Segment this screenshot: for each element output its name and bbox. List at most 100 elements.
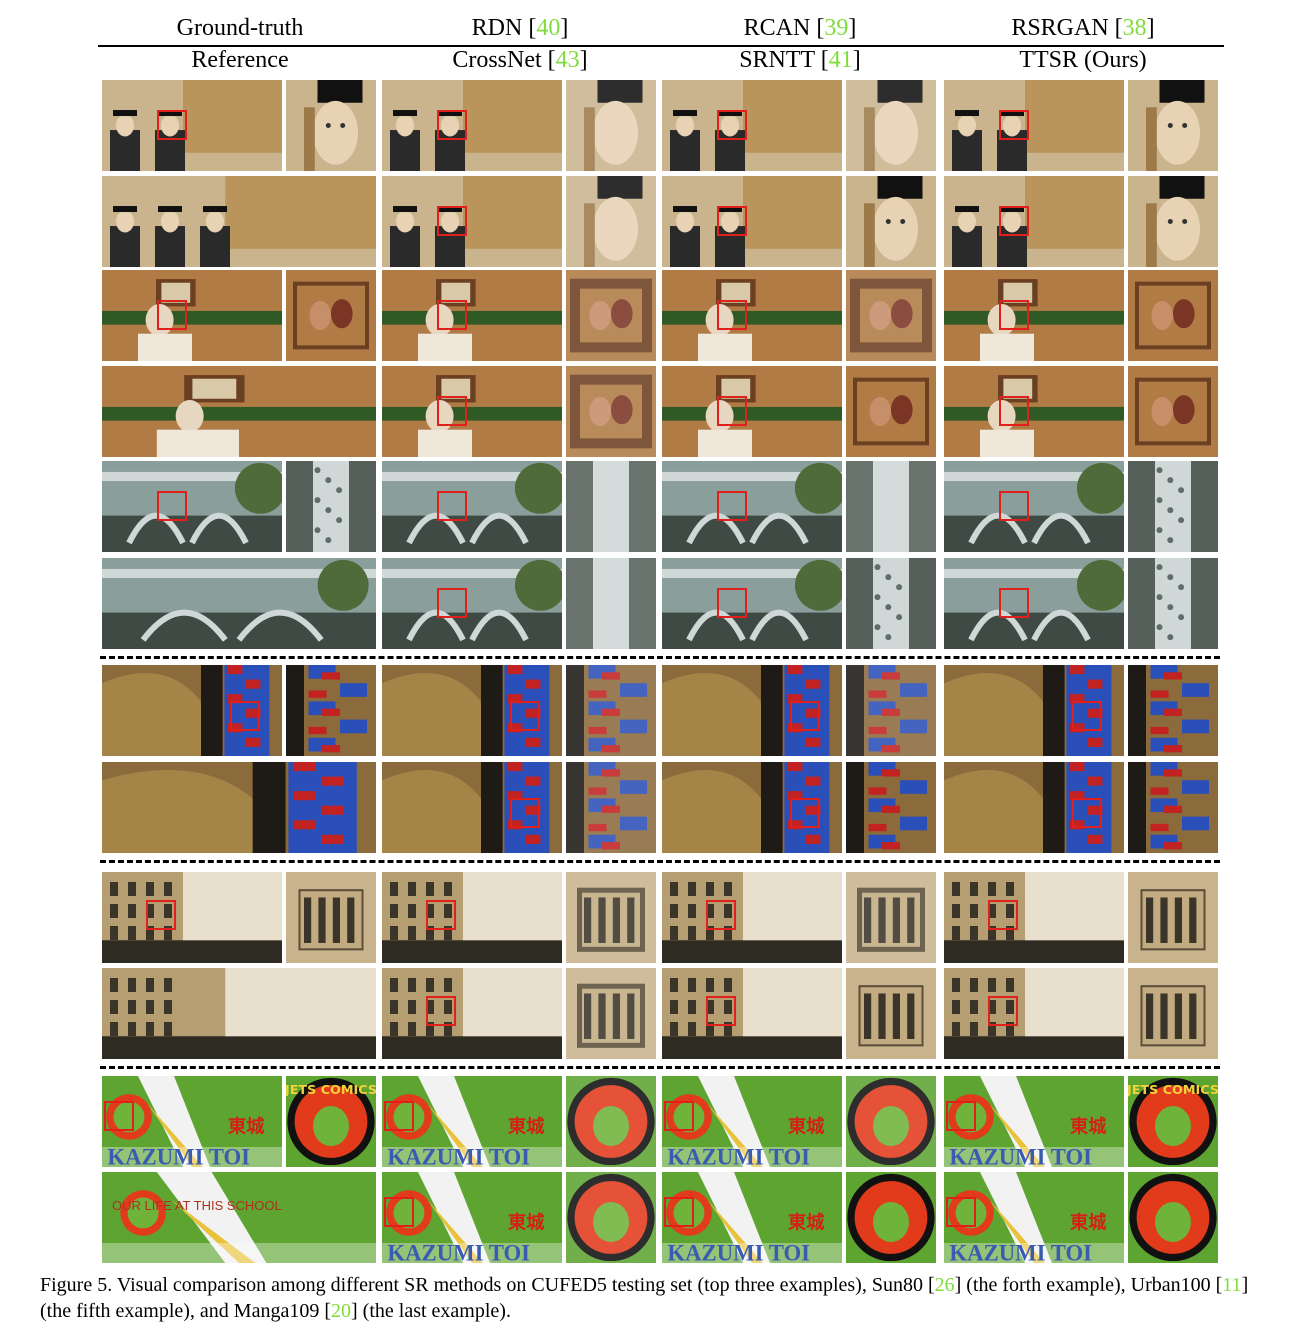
header-ground-truth: Ground-truth	[176, 15, 304, 41]
citation-link[interactable]: 26	[934, 1274, 955, 1296]
example-separator	[100, 1066, 1220, 1069]
header-srntt: SRNTT [41]	[739, 47, 861, 73]
crossnet-zoom-patch	[566, 1172, 656, 1263]
rdn-full-image	[382, 872, 562, 963]
ground-truth-full-image	[102, 80, 282, 171]
crossnet-full-image	[382, 176, 562, 267]
srntt-zoom-patch	[846, 176, 936, 267]
header-ttsr: TTSR (Ours)	[1019, 47, 1147, 73]
zoom-region-box	[717, 206, 747, 236]
crossnet-zoom-patch	[566, 968, 656, 1059]
citation-link[interactable]: 39	[824, 15, 849, 41]
rcan-full-image	[662, 665, 842, 756]
rsrgan-full-image	[944, 270, 1124, 361]
manga-kanji-text: 東城	[1070, 1211, 1107, 1233]
figure-caption: Figure 5. Visual comparison among differ…	[40, 1274, 1249, 1322]
reference-image	[102, 968, 376, 1059]
rcan-zoom-patch	[846, 461, 936, 552]
citation-link[interactable]: 41	[828, 47, 853, 73]
srntt-full-image	[662, 366, 842, 457]
ttsr-zoom-patch	[1128, 1172, 1218, 1263]
ground-truth-zoom-patch	[286, 665, 376, 756]
rcan-full-image	[662, 80, 842, 171]
zoom-region-box	[437, 491, 467, 521]
zoom-region-box	[946, 1101, 976, 1131]
srntt-zoom-patch	[846, 762, 936, 853]
zoom-region-box	[437, 300, 467, 330]
manga-kanji-text: 東城	[788, 1115, 825, 1137]
rdn-zoom-patch	[566, 665, 656, 756]
rcan-full-image	[662, 461, 842, 552]
manga-kazumi-text: KAZUMI TOI	[387, 1240, 530, 1263]
ttsr-zoom-patch	[1128, 762, 1218, 853]
header-rdn: RDN [40]	[471, 15, 569, 41]
header-rcan: RCAN [39]	[743, 15, 857, 41]
citation-link[interactable]: 38	[1122, 15, 1147, 41]
citation-link[interactable]: 20	[331, 1300, 352, 1322]
srntt-zoom-patch	[846, 1172, 936, 1263]
zoom-region-box	[426, 900, 456, 930]
ground-truth-zoom-patch	[286, 872, 376, 963]
zoom-region-box	[790, 701, 820, 731]
rcan-zoom-patch	[846, 80, 936, 171]
ttsr-full-image	[944, 762, 1124, 853]
srntt-full-image	[662, 558, 842, 649]
rdn-zoom-patch	[566, 872, 656, 963]
rdn-zoom-patch	[566, 270, 656, 361]
zoom-region-box	[999, 110, 1029, 140]
crossnet-full-image: KAZUMI TOI 東城	[382, 1172, 562, 1263]
srntt-full-image	[662, 176, 842, 267]
header-reference: Reference	[191, 47, 289, 73]
zoom-region-box	[157, 110, 187, 140]
citation-link[interactable]: 11	[1222, 1274, 1242, 1296]
manga-comics-text: JETS COMICS	[1128, 1083, 1218, 1098]
rsrgan-full-image	[944, 872, 1124, 963]
rdn-full-image	[382, 80, 562, 171]
ttsr-zoom-patch	[1128, 366, 1218, 457]
zoom-region-box	[664, 1101, 694, 1131]
reference-image	[102, 176, 376, 267]
zoom-region-box	[104, 1101, 134, 1131]
ground-truth-full-image	[102, 872, 282, 963]
header-crossnet: CrossNet [43]	[452, 47, 588, 73]
zoom-region-box	[999, 300, 1029, 330]
zoom-region-box	[146, 900, 176, 930]
manga-kanji-text: 東城	[508, 1211, 545, 1233]
srntt-zoom-patch	[846, 366, 936, 457]
manga-kanji-text: 東城	[228, 1115, 265, 1137]
crossnet-full-image	[382, 968, 562, 1059]
rsrgan-zoom-patch	[1128, 665, 1218, 756]
citation-link[interactable]: 43	[555, 47, 580, 73]
ground-truth-zoom-patch	[286, 461, 376, 552]
rdn-zoom-patch	[566, 1076, 656, 1167]
zoom-region-box	[510, 701, 540, 731]
zoom-region-box	[437, 206, 467, 236]
zoom-region-box	[999, 491, 1029, 521]
zoom-region-box	[988, 996, 1018, 1026]
zoom-region-box	[426, 996, 456, 1026]
srntt-full-image	[662, 968, 842, 1059]
example-separator	[100, 656, 1220, 659]
rsrgan-full-image	[944, 80, 1124, 171]
zoom-region-box	[988, 900, 1018, 930]
manga-kanji-text: 東城	[788, 1211, 825, 1233]
zoom-region-box	[717, 588, 747, 618]
ttsr-full-image	[944, 968, 1124, 1059]
zoom-region-box	[717, 110, 747, 140]
zoom-region-box	[437, 588, 467, 618]
citation-link[interactable]: 40	[536, 15, 561, 41]
zoom-region-box	[157, 491, 187, 521]
reference-image	[102, 558, 376, 649]
zoom-region-box	[946, 1197, 976, 1227]
manga-kazumi-text: KAZUMI TOI	[667, 1240, 810, 1263]
manga-kazumi-text: KAZUMI TOI	[949, 1240, 1092, 1263]
crossnet-zoom-patch	[566, 558, 656, 649]
ground-truth-zoom-patch	[286, 80, 376, 171]
rsrgan-zoom-patch	[1128, 872, 1218, 963]
header-rule	[98, 45, 1224, 47]
rsrgan-full-image	[944, 461, 1124, 552]
zoom-region-box	[1072, 798, 1102, 828]
ttsr-full-image: KAZUMI TOI 東城	[944, 1172, 1124, 1263]
manga-kanji-text: 東城	[508, 1115, 545, 1137]
